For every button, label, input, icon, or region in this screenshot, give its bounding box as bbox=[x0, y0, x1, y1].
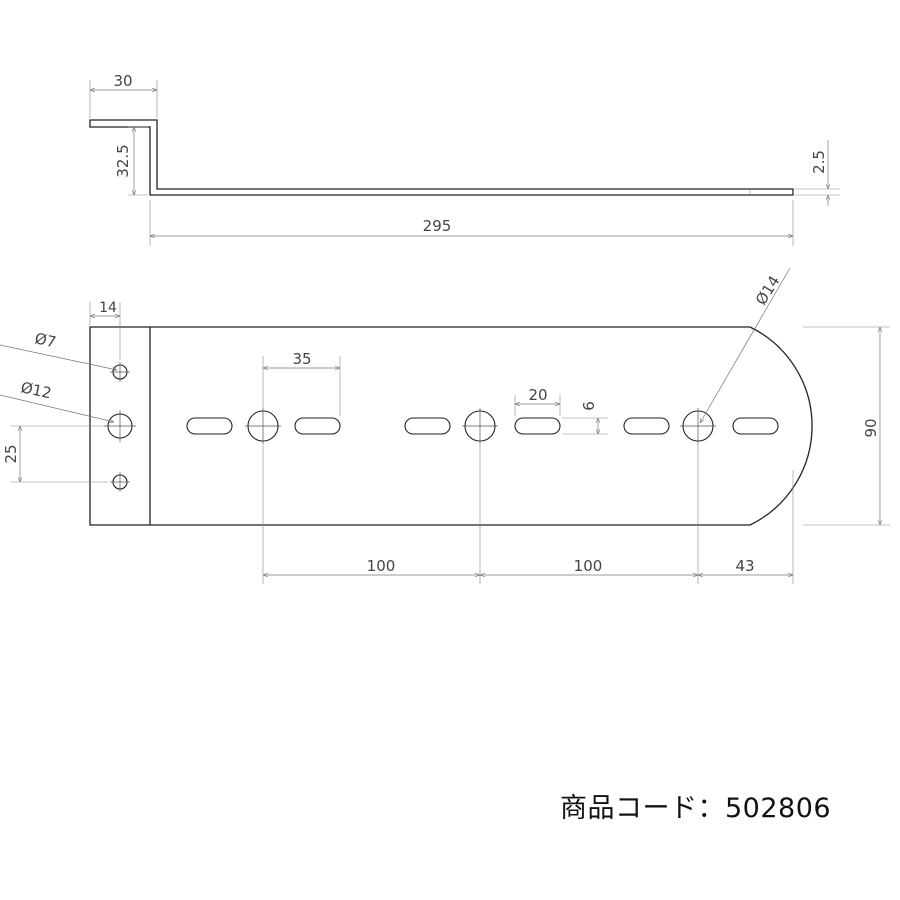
dim-end-offset: 43 bbox=[735, 557, 754, 575]
dim-main-hole: Ø14 bbox=[752, 272, 784, 308]
dim-slot-length: 20 bbox=[528, 386, 547, 404]
dim-side-height: 32.5 bbox=[114, 144, 132, 177]
front-view: 14 Ø7 Ø12 25 35 20 6 Ø14 90 bbox=[0, 267, 890, 584]
product-code: 商品コード：502806 bbox=[560, 793, 832, 824]
dim-thickness: 2.5 bbox=[810, 150, 828, 174]
dim-edge-offset: 14 bbox=[99, 300, 117, 316]
slot bbox=[186, 417, 233, 435]
dim-side-width: 30 bbox=[113, 72, 132, 90]
dim-plate-height: 90 bbox=[862, 418, 880, 437]
slot bbox=[732, 417, 779, 435]
slot bbox=[514, 417, 561, 435]
dim-small-hole-pitch: 25 bbox=[2, 444, 20, 463]
slot bbox=[294, 417, 341, 435]
dim-slot-width: 6 bbox=[580, 401, 598, 411]
dim-slot-span: 35 bbox=[292, 350, 311, 368]
slot bbox=[623, 417, 670, 435]
dim-hole-pitch-1: 100 bbox=[367, 557, 396, 575]
side-view: 30 32.5 2.5 295 bbox=[89, 72, 840, 246]
dim-total-length: 295 bbox=[423, 217, 452, 235]
dim-small-hole: Ø7 bbox=[33, 329, 58, 351]
dim-hole-pitch-2: 100 bbox=[574, 557, 603, 575]
dim-large-hole: Ø12 bbox=[19, 378, 53, 402]
plate-outline bbox=[89, 326, 813, 526]
bracket-profile bbox=[89, 119, 794, 196]
slot bbox=[404, 417, 451, 435]
